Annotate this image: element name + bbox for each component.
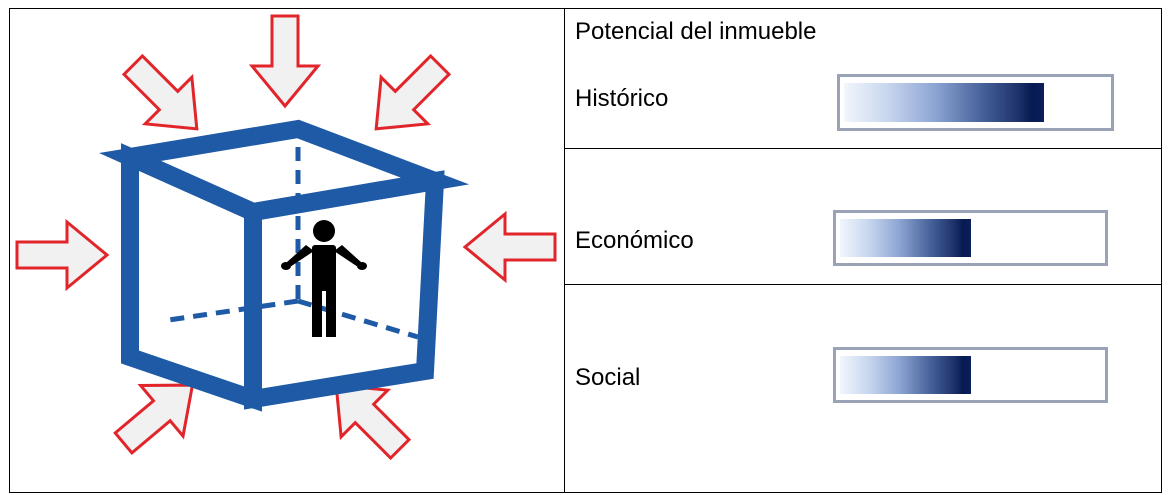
panel-title: Potencial del inmueble [575, 18, 817, 45]
potential-bar-fill [844, 83, 1044, 122]
potential-row-social: Social [565, 285, 1161, 492]
potential-row-historico: Potencial del inmueble Histórico [565, 9, 1161, 149]
arrow-icon [113, 383, 195, 455]
person-icon [281, 220, 367, 337]
potential-label: Histórico [575, 85, 669, 112]
potential-bar [837, 74, 1114, 131]
arrow-icon [374, 53, 452, 131]
potential-row-economico: Económico [565, 149, 1161, 285]
arrow-icon [462, 210, 557, 284]
potential-label: Social [575, 364, 641, 391]
potential-panel: Potencial del inmueble Histórico Económi… [565, 9, 1161, 492]
potential-bar [833, 210, 1108, 266]
arrow-icon [248, 14, 322, 109]
potential-label: Económico [575, 227, 694, 254]
potential-table: Potencial del inmueble Histórico Económi… [9, 8, 1162, 493]
cube-icon [99, 119, 470, 412]
arrow-icon [121, 53, 199, 131]
cube-with-arrows-illustration [15, 14, 557, 461]
potential-bar [833, 347, 1108, 403]
arrow-icon [15, 218, 110, 292]
potential-bar-fill [840, 356, 971, 394]
illustration-cell [10, 9, 565, 492]
potential-bar-fill [840, 219, 971, 257]
